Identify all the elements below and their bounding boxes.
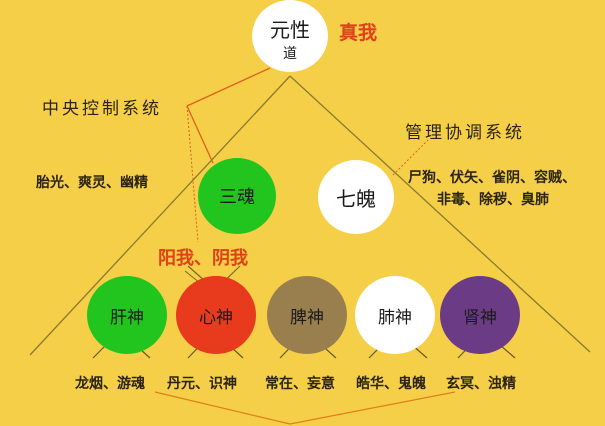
node-lung-spirit: 肺神 — [355, 276, 435, 354]
true-self-label: 真我 — [339, 22, 378, 44]
node-kidney-spirit: 肾神 — [440, 276, 520, 354]
node-seven-po-label: 七魄 — [336, 186, 376, 211]
heart-spirit-members: 丹元、识神 — [167, 376, 237, 392]
node-spleen-spirit: 脾神 — [267, 276, 347, 354]
yin-yang-self-label: 阳我、阴我 — [158, 248, 248, 269]
node-heart-spirit: 心神 — [176, 276, 256, 354]
node-liver-spirit: 肝神 — [87, 276, 167, 354]
node-kidney-spirit-label: 肾神 — [463, 307, 497, 328]
node-three-hun: 三魂 — [198, 158, 276, 234]
po-members-line1: 尸狗、伏矢、雀阴、容贼、 — [408, 170, 576, 186]
node-heart-spirit-label: 心神 — [199, 307, 233, 328]
kidney-spirit-members: 玄冥、浊精 — [446, 376, 516, 392]
top-node-yuanxing: 元性 道 — [252, 0, 328, 72]
po-members-line2: 非毒、除秽、臭肺 — [437, 192, 549, 208]
node-seven-po: 七魄 — [318, 160, 394, 234]
spleen-spirit-members: 常在、妄意 — [265, 376, 335, 392]
node-three-hun-label: 三魂 — [219, 187, 255, 208]
hun-members-label: 胎光、爽灵、幽精 — [36, 175, 148, 191]
lung-spirit-members: 皓华、鬼魄 — [356, 376, 426, 392]
liver-spirit-members: 龙烟、游魂 — [75, 376, 145, 392]
node-lung-spirit-label: 肺神 — [378, 307, 412, 328]
node-spleen-spirit-label: 脾神 — [290, 307, 324, 328]
top-node-title: 元性 — [270, 17, 310, 42]
top-node-subtitle: 道 — [283, 45, 297, 62]
management-system-label: 管理协调系统 — [405, 123, 525, 143]
node-liver-spirit-label: 肝神 — [110, 307, 144, 328]
central-control-system-label: 中央控制系统 — [42, 99, 162, 119]
